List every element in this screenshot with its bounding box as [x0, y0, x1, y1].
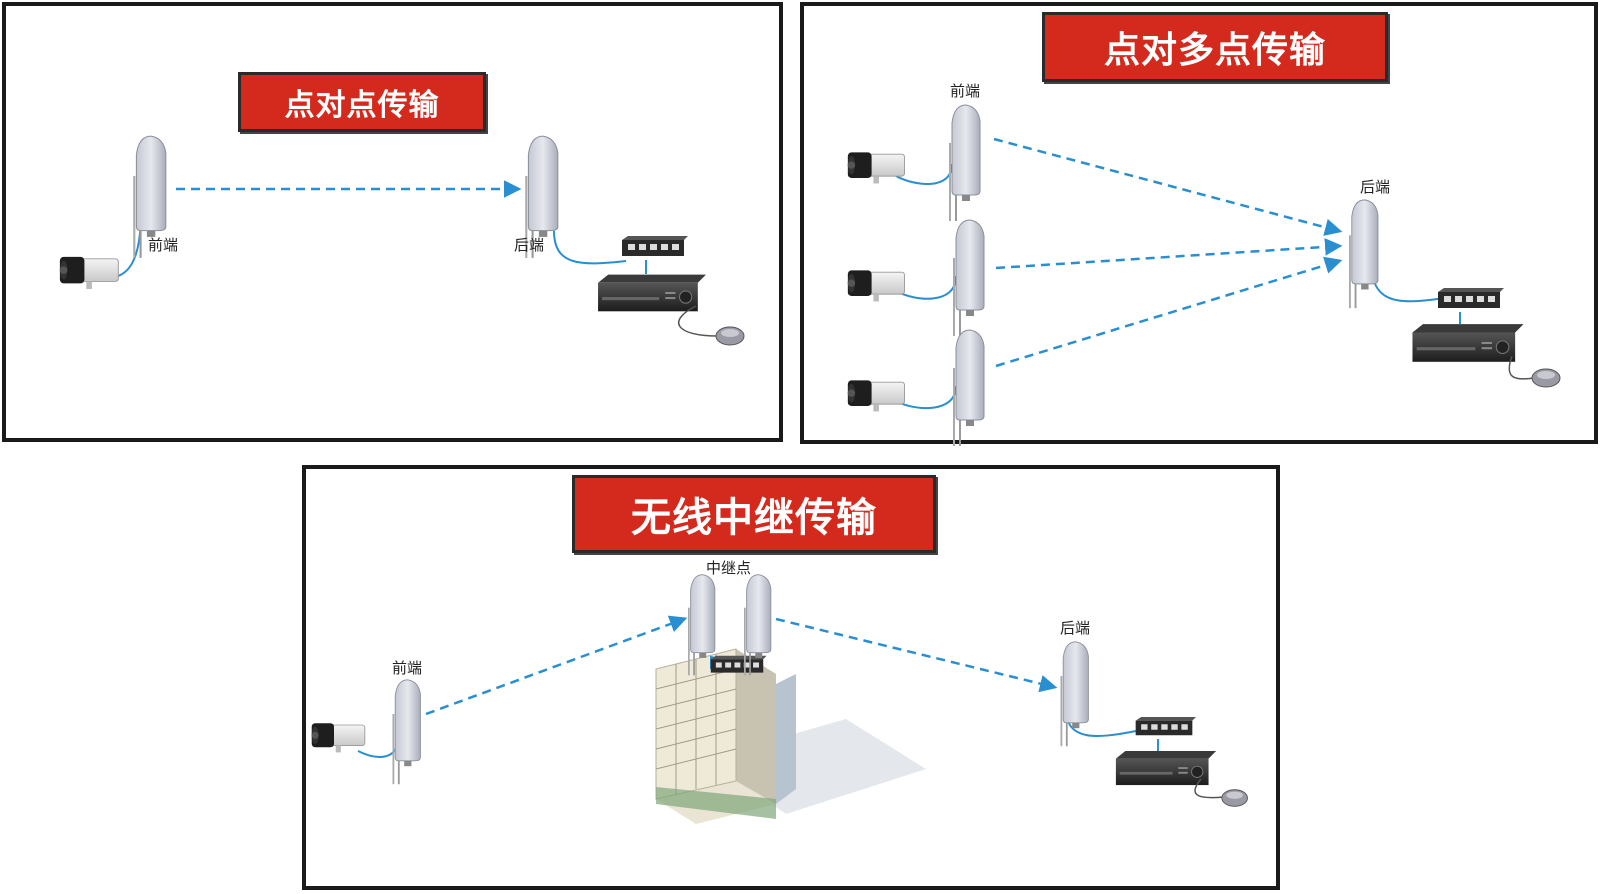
mouse-icon — [1531, 368, 1561, 388]
network-switch-icon — [1438, 288, 1504, 308]
front-end-label: 前端 — [148, 236, 179, 254]
link-arrow — [775, 617, 1058, 693]
back-end-label: 后端 — [514, 236, 545, 254]
panel-title: 无线中继传输 — [572, 475, 936, 553]
panel-title: 点对多点传输 — [1042, 12, 1388, 82]
link-arrow — [993, 137, 1343, 236]
antenna-cpe-icon — [953, 329, 985, 447]
link-arrow — [425, 615, 688, 716]
antenna-cpe-icon — [1348, 198, 1379, 310]
bullet-camera-icon — [311, 722, 366, 753]
network-switch-icon — [1135, 716, 1196, 736]
back-end-label: 后端 — [1060, 619, 1091, 637]
bullet-camera-icon — [847, 379, 905, 412]
mouse-icon — [715, 326, 745, 346]
building-icon — [655, 648, 926, 824]
front-end-label: 前端 — [392, 659, 423, 677]
back-end-label: 后端 — [1360, 178, 1391, 196]
point-to-point-panel: 点对点传输 前端 后端 — [2, 2, 783, 442]
network-switch-icon — [710, 655, 767, 673]
bullet-camera-icon — [847, 269, 905, 302]
nvr-recorder-icon — [1411, 323, 1525, 363]
link-arrow — [995, 256, 1343, 368]
link-arrow — [995, 238, 1343, 270]
network-switch-icon — [622, 236, 688, 256]
antenna-cpe-icon — [392, 678, 422, 786]
point-to-multipoint-panel: 点对多点传输 前端 后端 — [800, 2, 1598, 447]
bullet-camera-icon — [847, 151, 905, 184]
front-end-label: 前端 — [950, 82, 981, 100]
relay-point-label: 中继点 — [706, 559, 752, 577]
nvr-recorder-icon — [597, 274, 707, 312]
panel-title: 点对点传输 — [238, 72, 486, 132]
bullet-camera-icon — [59, 256, 119, 290]
mouse-icon — [1221, 789, 1248, 807]
wireless-relay-panel: 无线中继传输 — [302, 465, 1280, 890]
antenna-cpe-icon — [953, 219, 985, 337]
antenna-cpe-icon — [948, 103, 982, 223]
